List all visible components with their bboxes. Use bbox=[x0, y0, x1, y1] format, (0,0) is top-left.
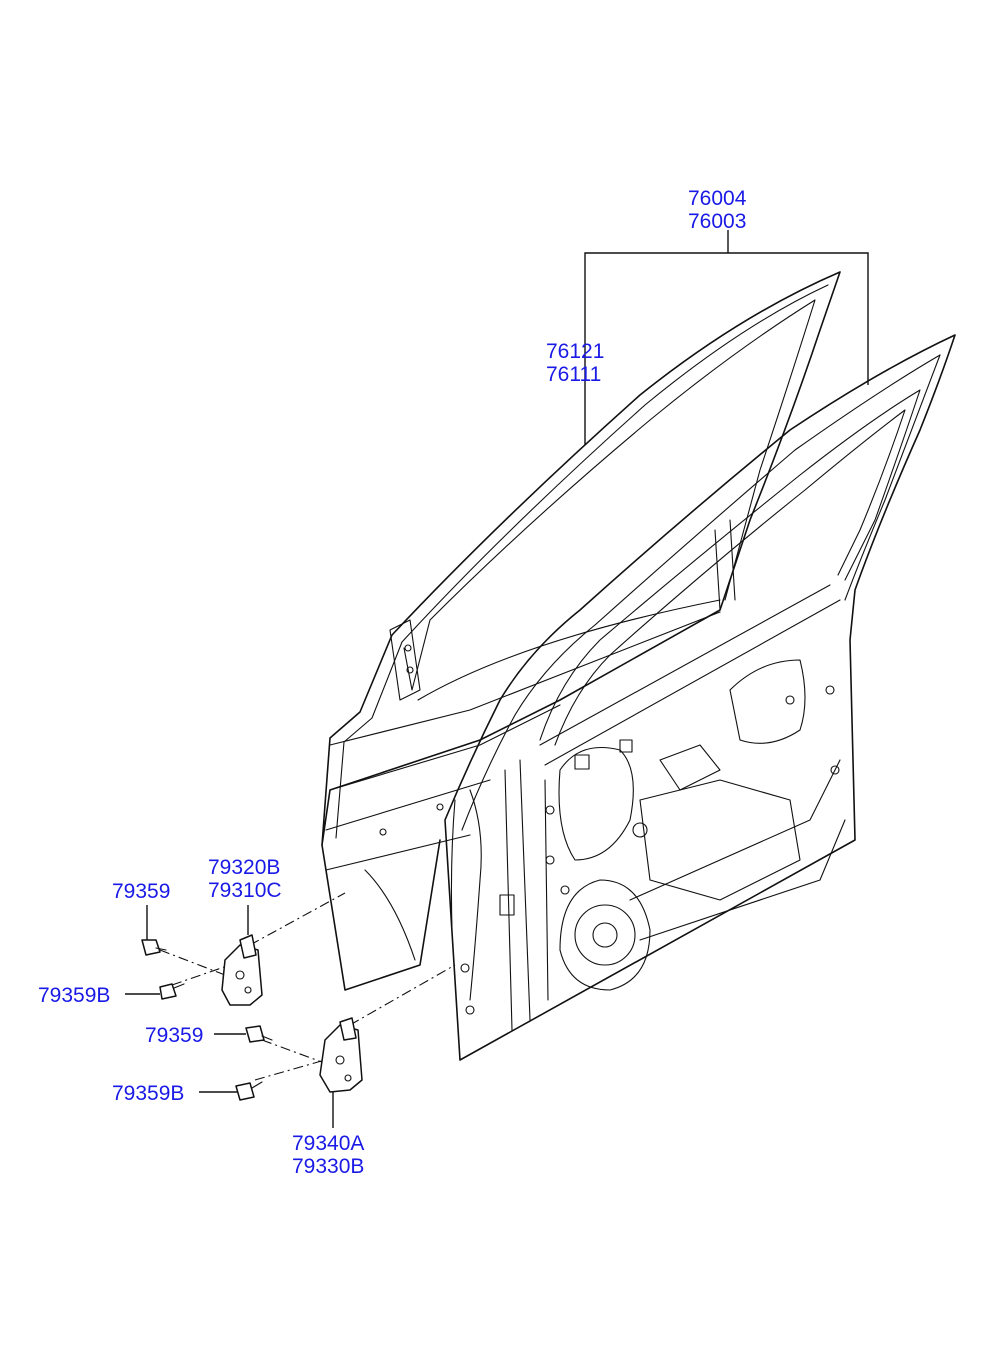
upper-bolt-a-label[interactable]: 79359 bbox=[112, 880, 170, 903]
lower-bolt-a bbox=[245, 1025, 273, 1043]
upper-bolt-b-label[interactable]: 79359B bbox=[38, 984, 110, 1007]
door-assembly-label-1[interactable]: 76004 bbox=[688, 187, 747, 210]
lower-hinge-label-1[interactable]: 79340A bbox=[292, 1132, 364, 1155]
door-assembly-label-2[interactable]: 76003 bbox=[688, 210, 746, 233]
inner-door-frame bbox=[444, 334, 956, 1061]
lower-bolt-b bbox=[235, 1081, 263, 1101]
lower-hinge-label-2[interactable]: 79330B bbox=[292, 1155, 364, 1178]
upper-hinge bbox=[221, 934, 263, 1006]
upper-hinge-label-2[interactable]: 79310C bbox=[208, 879, 282, 902]
upper-hinge-label-1[interactable]: 79320B bbox=[208, 856, 280, 879]
upper-bolt-a bbox=[141, 939, 167, 956]
lower-bolt-a-label[interactable]: 79359 bbox=[145, 1024, 203, 1047]
lower-bolt-b-label[interactable]: 79359B bbox=[112, 1082, 184, 1105]
upper-bolt-b bbox=[159, 983, 185, 1000]
door-panel-label-2[interactable]: 76111 bbox=[546, 363, 601, 386]
alignment-lines bbox=[159, 892, 456, 1081]
leader-lines bbox=[125, 230, 869, 1128]
door-panel-label-1[interactable]: 76121 bbox=[546, 340, 604, 363]
lower-hinge bbox=[319, 1017, 363, 1093]
part-labels: 76004 76003 76121 76111 79320B 79310C 79… bbox=[38, 187, 747, 1178]
outer-door-panel bbox=[321, 271, 841, 991]
